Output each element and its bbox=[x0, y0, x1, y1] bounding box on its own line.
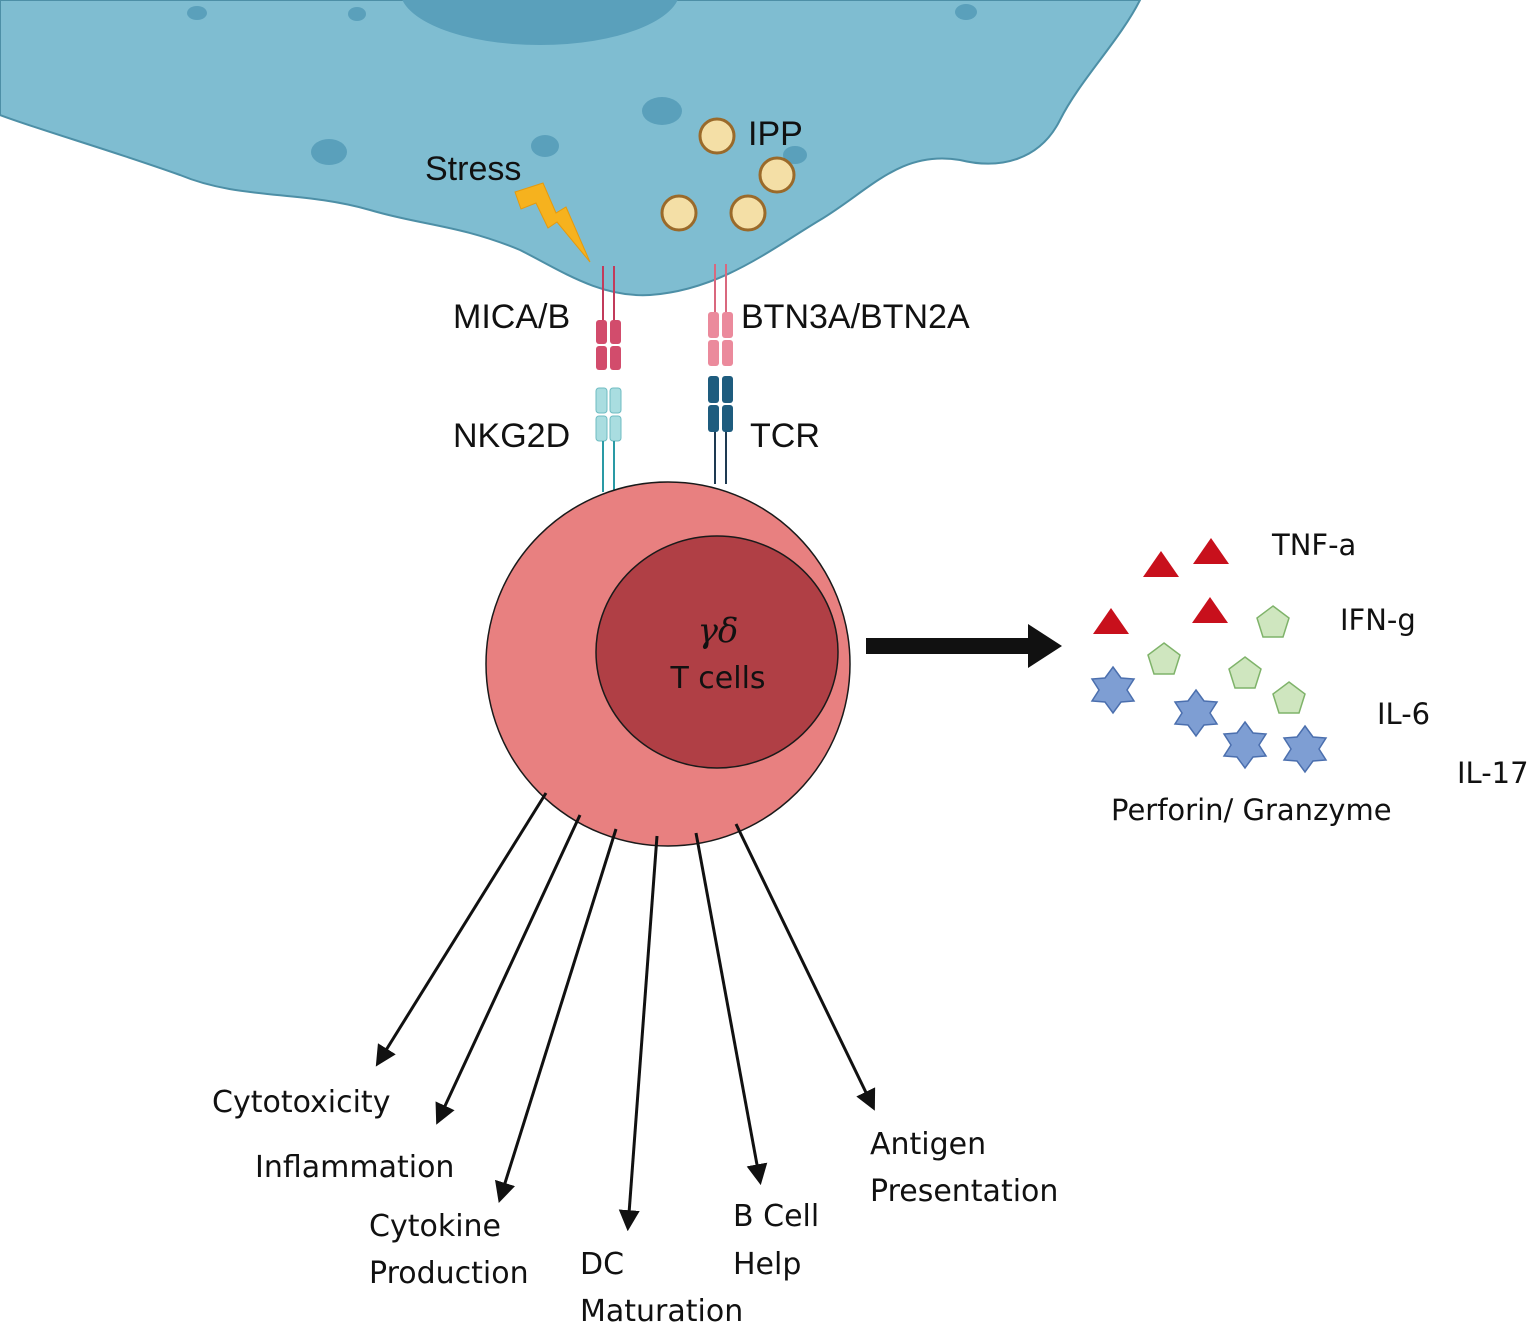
vesicle bbox=[955, 4, 977, 20]
mica-domain bbox=[596, 320, 607, 344]
btn-domain bbox=[722, 340, 733, 366]
cytokine-star bbox=[1282, 724, 1328, 774]
antigen-presentation-label-1: Antigen bbox=[870, 1127, 986, 1162]
tcr-domain bbox=[722, 405, 733, 432]
arrow-cytotoxicity bbox=[375, 792, 548, 1067]
mica-label: MICA/B bbox=[453, 298, 570, 336]
b-cell-help-label-1: B Cell bbox=[733, 1199, 819, 1234]
ipp-circle bbox=[758, 156, 796, 194]
btn-domain bbox=[722, 312, 733, 338]
ipp-circle bbox=[660, 194, 698, 232]
il17-label: IL-17 bbox=[1457, 756, 1529, 790]
perforin-label: Perforin/ Granzyme bbox=[1111, 793, 1392, 827]
il6-label: IL-6 bbox=[1377, 697, 1430, 731]
arrow-inflammation bbox=[435, 814, 582, 1125]
ifn-pentagon bbox=[1228, 656, 1262, 689]
cytotoxicity-label: Cytotoxicity bbox=[212, 1085, 390, 1120]
dc-maturation-label-2: Maturation bbox=[580, 1294, 743, 1329]
cytokine-star bbox=[1222, 720, 1268, 770]
tcr-domain bbox=[722, 376, 733, 403]
tcr-domain bbox=[708, 376, 719, 403]
tcr-label: TCR bbox=[750, 417, 820, 455]
tcr-domain bbox=[708, 405, 719, 432]
gamma-delta-symbol: γδ bbox=[698, 611, 739, 651]
nkg2d-domain bbox=[595, 387, 608, 414]
cytokine-production-label-2: Production bbox=[369, 1256, 529, 1291]
dc-maturation-label-1: DC bbox=[580, 1247, 624, 1282]
gamma-delta-t-cell: γδ T cells bbox=[485, 481, 851, 847]
tnf-triangle bbox=[1193, 538, 1229, 564]
arrow-antigen-presentation bbox=[734, 823, 876, 1111]
mica-domain bbox=[610, 320, 621, 344]
ipp-label: IPP bbox=[748, 115, 803, 153]
nkg2d-domain bbox=[609, 415, 622, 442]
b-cell-help-label-2: Help bbox=[733, 1247, 801, 1282]
vesicle bbox=[783, 146, 807, 164]
ifn-pentagon bbox=[1256, 605, 1290, 638]
mica-nkg2d-complex bbox=[595, 266, 622, 492]
ipp-circle bbox=[729, 194, 767, 232]
mica-domain bbox=[610, 346, 621, 370]
tnf-triangle bbox=[1093, 608, 1129, 634]
nkg2d-label: NKG2D bbox=[453, 417, 570, 455]
vesicle bbox=[311, 139, 347, 165]
il-stars bbox=[1090, 665, 1328, 774]
stress-label: Stress bbox=[425, 150, 521, 188]
tnf-label: TNF-a bbox=[1271, 528, 1356, 562]
tnf-triangle bbox=[1143, 551, 1179, 577]
ipp-circle bbox=[698, 117, 736, 155]
lightning-bolt-icon bbox=[514, 182, 591, 263]
tumor-nucleus bbox=[402, 0, 678, 45]
t-cell-nucleus bbox=[595, 535, 839, 769]
t-cells-label: T cells bbox=[669, 661, 765, 696]
ifn-pentagons bbox=[1147, 605, 1306, 714]
btn-domain bbox=[708, 312, 719, 338]
ifn-pentagon bbox=[1147, 642, 1181, 675]
function-arrows bbox=[375, 792, 876, 1232]
btn-tcr-complex bbox=[708, 264, 733, 484]
vesicle bbox=[642, 97, 682, 125]
tnf-triangle bbox=[1192, 597, 1228, 623]
cytokine-star bbox=[1090, 665, 1136, 715]
arrow-dc-maturation bbox=[618, 835, 659, 1232]
arrow-cytokine-production bbox=[495, 828, 618, 1204]
arrow-b-cell-help bbox=[694, 832, 768, 1186]
cytokine-production-label-1: Cytokine bbox=[369, 1209, 501, 1244]
antigen-presentation-label-2: Presentation bbox=[870, 1174, 1058, 1209]
cytokine-star bbox=[1173, 688, 1219, 738]
vesicle bbox=[187, 6, 207, 20]
ifn-pentagon bbox=[1272, 681, 1306, 714]
mica-domain bbox=[596, 346, 607, 370]
btn-label: BTN3A/BTN2A bbox=[741, 298, 970, 336]
nkg2d-domain bbox=[595, 415, 608, 442]
ipp-molecules bbox=[660, 117, 796, 232]
vesicle bbox=[348, 7, 366, 21]
secretion-arrow bbox=[866, 624, 1062, 668]
btn-domain bbox=[708, 340, 719, 366]
tnf-triangles bbox=[1093, 538, 1229, 634]
inflammation-label: Inflammation bbox=[255, 1150, 454, 1185]
ifn-label: IFN-g bbox=[1340, 603, 1416, 637]
tumor-cell-membrane bbox=[0, 0, 1142, 297]
nkg2d-domain bbox=[609, 387, 622, 414]
tumor-cell bbox=[0, 0, 1142, 297]
vesicle bbox=[531, 135, 559, 157]
